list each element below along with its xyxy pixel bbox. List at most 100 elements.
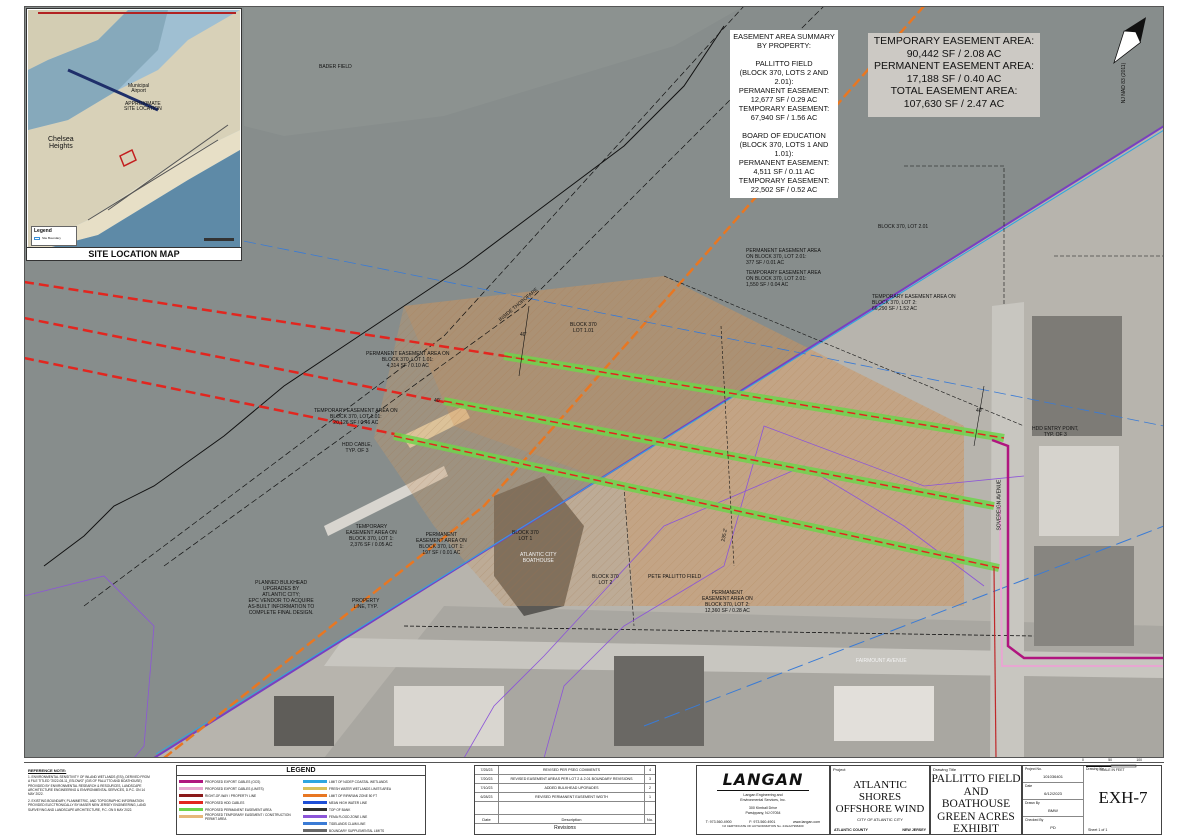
export-cable-magenta — [991, 438, 1164, 660]
company-web: www.langan.com — [792, 820, 821, 824]
totals-temporary-value: 90,442 SF / 2.08 AC — [906, 47, 1002, 60]
legend-item-label: LIMIT OF RIPARIAN ZONE 50 FT — [329, 793, 378, 798]
drawing-number: EXH-7 — [1098, 788, 1148, 807]
summary-property-2-permanent-value: 4,511 SF / 0.11 AC — [753, 167, 815, 176]
company-certificate: NJ CERTIFICATE OF AUTHORIZATION No. 24GA… — [722, 824, 804, 828]
legend-swatch — [179, 808, 203, 811]
legend-swatch — [179, 787, 203, 790]
lot-line — [904, 165, 1005, 306]
label-permanent-easement-lot-2: PERMANENT EASEMENT AREA ON BLOCK 370, LO… — [702, 590, 753, 614]
checked-by-cell: Checked By PD — [1023, 817, 1083, 834]
legend-swatch — [303, 801, 327, 804]
building — [394, 686, 504, 746]
revision-date: 7/25/23 — [475, 766, 499, 774]
legend-item-label: PROPOSED EXPORT CABLES (OCS) — [205, 779, 261, 784]
label-temporary-easement-lot-1-01: TEMPORARY EASEMENT AREA ON BLOCK 370, LO… — [314, 408, 398, 426]
revision-row: 6/28/23 REVISED PERMANENT EASEMENT WIDTH… — [475, 793, 655, 802]
inset-legend-item-label: Site Boundary — [42, 236, 61, 240]
north-arrow-icon — [1113, 17, 1147, 65]
inset-land — [28, 10, 240, 248]
revisions-col-description: Description — [499, 815, 645, 823]
drawn-by-value: BMW — [1048, 808, 1058, 813]
checked-by-value: PD — [1050, 825, 1056, 830]
legend-item-label: TIDELANDS CLAIM LINE — [329, 821, 366, 826]
reference-heading: REFERENCE NOTE: — [28, 768, 67, 773]
project-block: Project ATLANTIC SHORES OFFSHORE WIND CI… — [830, 765, 930, 835]
fema-flood-zone-line — [24, 575, 155, 758]
label-block-370-lot-2: BLOCK 370 LOT 2 — [592, 574, 619, 586]
date-label: Date — [1025, 784, 1033, 788]
project-name: ATLANTIC SHORES OFFSHORE WIND — [835, 779, 925, 815]
legend-item-label: PROPOSED PERMANENT EASEMENT AREA — [205, 807, 272, 812]
legend-swatch — [303, 787, 327, 790]
label-hdd-cable: HDD CABLE, TYP. OF 3 — [342, 442, 373, 454]
revision-row: 7/20/23 REVISED EASEMENT AREAS PER LOT 2… — [475, 775, 655, 784]
summary-property-1-permanent-value: 12,677 SF / 0.29 AC — [750, 95, 818, 104]
hdd-cable-1 — [24, 280, 545, 364]
drawing-title-label: Drawing Title — [933, 767, 957, 772]
revisions-col-number: No. — [646, 816, 654, 822]
lot-line — [663, 275, 1025, 427]
label-permanent-easement-lot-1-01: PERMANENT EASEMENT AREA ON BLOCK 370, LO… — [366, 351, 450, 369]
property-line — [83, 6, 745, 607]
tidelands-line-2 — [643, 525, 1164, 727]
site-plan-map[interactable]: BADER FIELD INSIDE THOROFARE BLOCK 370, … — [24, 6, 1164, 758]
site-location-map: APPROXIMATE SITE LOCATION Chelsea Height… — [26, 8, 242, 261]
legend-item: PROPOSED PERMANENT EASEMENT AREA — [179, 806, 299, 813]
scale-tick: 100 — [1136, 758, 1142, 762]
coordinate-system-label: NJ NAD 83 (2011) — [1121, 62, 1128, 104]
label-planned-bulkhead: PLANNED BULKHEAD UPGRADES BY ATLANTIC CI… — [248, 580, 315, 616]
legend-item: LIMIT OF RIPARIAN ZONE 50 FT — [303, 792, 423, 799]
legend-title: LEGEND — [177, 766, 425, 776]
summary-property-2-permanent-label: PERMANENT EASEMENT: — [738, 158, 830, 167]
label-temporary-easement-lot-2-01: TEMPORARY EASEMENT AREA ON BLOCK 370, LO… — [746, 270, 822, 288]
label-permanent-easement-lot-1: PERMANENT EASEMENT AREA ON BLOCK 370, LO… — [416, 532, 467, 556]
scale-ticks: 0 50 100 — [1082, 758, 1142, 762]
label-block-370-lot-2-01: BLOCK 370, LOT 2.01 — [878, 224, 929, 230]
building — [274, 696, 334, 746]
lot-line — [403, 625, 1035, 637]
legend-item: RIGHT-OF-WAY / PROPERTY LINE — [179, 792, 299, 799]
hdd-cable-1-onshore — [503, 355, 1005, 439]
drawing-title: PALLITTO FIELD AND BOATHOUSE GREEN ACRES… — [931, 773, 1021, 835]
legend-item-label: BOUNDARY SUPPLEMENTAL LIMITS — [329, 828, 385, 833]
legend-swatch — [303, 794, 327, 797]
inset-road — [107, 124, 229, 211]
legend-swatch — [303, 808, 327, 811]
project-county: ATLANTIC COUNTY — [834, 828, 868, 832]
label-permanent-easement-lot-2-01: PERMANENT EASEMENT AREA ON BLOCK 370, LO… — [746, 248, 821, 266]
legend-item: BOUNDARY SUPPLEMENTAL LIMITS — [303, 827, 423, 834]
project-number-cell: Project No. 101036401 — [1023, 766, 1083, 783]
company-phone: T: 973.560.4900 — [705, 820, 732, 824]
totals-total-value: 107,630 SF / 2.47 AC — [903, 97, 1005, 110]
scale-label: SCALE IN FEET — [1099, 768, 1125, 772]
reference-note-1: 1. ENVIRONMENTAL SENSITIVITY OF INLAND W… — [28, 775, 150, 797]
riparian-line — [163, 6, 925, 758]
summary-property-2-temporary-value: 22,502 SF / 0.52 AC — [750, 185, 818, 194]
inset-land — [28, 10, 128, 70]
title-block: REFERENCE NOTE: 1. ENVIRONMENTAL SENSITI… — [24, 762, 1164, 836]
legend-item-label: TOP OF BANK — [329, 807, 351, 812]
legend-item-label: MEAN HIGH WATER LINE — [329, 800, 368, 805]
project-number-label: Project No. — [1025, 767, 1042, 771]
project-label: Project — [833, 767, 846, 772]
inset-road — [67, 68, 159, 112]
legend-item: TIDELANDS CLAIM LINE — [303, 820, 423, 827]
totals-total-label: TOTAL EASEMENT AREA: — [890, 85, 1018, 97]
inset-legend-title: Legend — [34, 228, 52, 234]
date-value: 6/12/2023 — [1044, 791, 1062, 796]
drawing-title-block: Drawing Title PALLITTO FIELD AND BOATHOU… — [930, 765, 1022, 835]
checked-by-label: Checked By — [1025, 818, 1044, 822]
company-address-1: 300 Kimball Drive — [748, 806, 778, 810]
legend-item: PROPOSED TEMPORARY EASEMENT / CONSTRUCTI… — [179, 813, 299, 821]
lot-line — [623, 485, 635, 627]
revision-number: 1 — [649, 795, 651, 799]
riparian-claim-line — [43, 25, 725, 567]
export-cable-red — [993, 567, 997, 758]
label-fairmount-avenue: FAIRMOUNT AVENUE — [856, 658, 907, 664]
legend-item-label: LIMIT OF NJDEP COASTAL WETLANDS — [329, 779, 388, 784]
company-name-2: Environmental Services, Inc. — [740, 798, 786, 802]
label-temporary-easement-lot-1: TEMPORARY EASEMENT AREA ON BLOCK 370, LO… — [346, 524, 397, 548]
drawing-number-label: Drawing No. — [1086, 767, 1105, 771]
